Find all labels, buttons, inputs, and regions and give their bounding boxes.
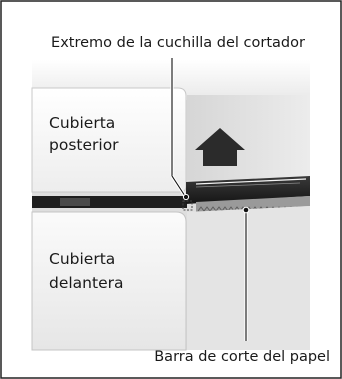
printer-lower-body [187,206,310,350]
callout-lines [170,58,250,341]
printer-upper-body [187,95,310,180]
front-cover-label-line1: Cubierta [49,250,115,268]
cutter-blade-tip-marker [182,200,193,211]
front-cover [31,211,187,351]
callout-paper-cut-bar: Barra de corte del papel [154,349,330,365]
front-cover-label-line2: delantera [49,274,124,292]
rear-cover-label-line1: Cubierta [49,114,115,132]
cover-gap [32,196,187,208]
callout-cutter-blade-tip: Extremo de la cuchilla del cortador [51,35,305,51]
rear-cover-label-line2: posterior [49,136,119,154]
arrow-up-icon [195,128,245,166]
